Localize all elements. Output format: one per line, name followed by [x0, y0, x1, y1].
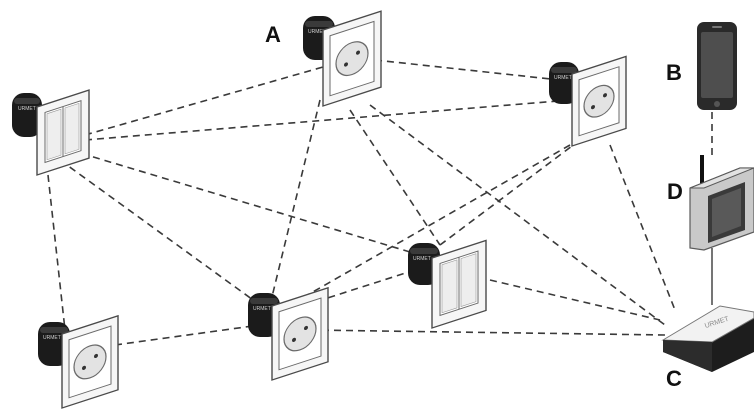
connection-switch1-socketE [84, 99, 571, 141]
power-socket-icon [571, 55, 627, 147]
relay-module-icon: URMET [12, 93, 42, 137]
socket-node-a: URMET [303, 10, 382, 107]
socket-node-bottom-left: URMET [38, 314, 119, 409]
module-brand-text: URMET [253, 306, 271, 312]
module-brand-text: URMET [413, 256, 431, 262]
connection-switch1-socketA [84, 64, 331, 136]
connection-socketA-hub [369, 104, 666, 326]
smartphone-icon [697, 22, 737, 110]
module-brand-text: URMET [18, 106, 36, 112]
connection-switch2-hub [489, 279, 661, 321]
power-socket-icon [61, 314, 119, 409]
socket-node-bottom-center: URMET [248, 286, 329, 381]
connection-socketE-switch2 [439, 139, 581, 246]
hub-device-icon: URMET [661, 305, 754, 372]
double-switch-icon [431, 239, 487, 329]
gateway-panel-icon [689, 155, 754, 251]
power-socket-icon [271, 286, 329, 381]
connection-socketE-hub [609, 144, 676, 311]
power-socket-icon [322, 10, 382, 107]
connection-socketF-socketG [114, 324, 261, 346]
label-c: C [666, 366, 682, 391]
connection-socketG-hub [309, 329, 666, 336]
mesh-connections [47, 59, 713, 346]
connection-switch1-switch2 [69, 149, 421, 256]
connection-socketA-switch2 [349, 109, 441, 246]
module-brand-text: URMET [43, 335, 61, 341]
connection-socketA-socketE [374, 59, 561, 81]
double-switch-icon [36, 89, 90, 176]
connection-socketA-socketG [269, 99, 321, 306]
label-b: B [666, 60, 682, 85]
label-d: D [667, 179, 683, 204]
connection-switch1-socketG [59, 159, 261, 306]
switch-node-left: URMET [12, 89, 90, 176]
module-brand-text: URMET [308, 29, 326, 35]
connection-switch1-socketF [47, 174, 66, 331]
switch-node-center: URMET [408, 239, 487, 329]
label-a: A [265, 22, 281, 47]
module-brand-text: URMET [554, 75, 572, 81]
socket-node-right: URMET [549, 55, 627, 147]
connection-socketE-socketG [289, 144, 571, 306]
